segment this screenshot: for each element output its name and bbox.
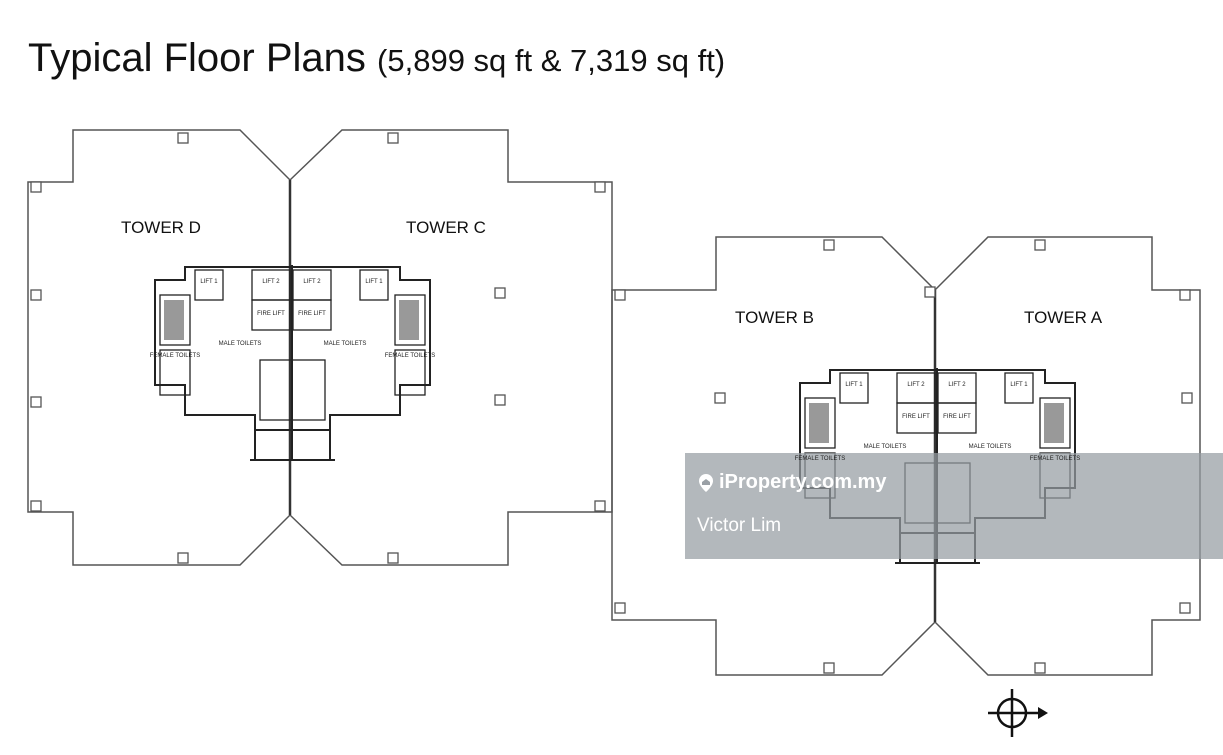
brand-text: iProperty.com.my [719,471,887,493]
core-room-label: MALE TOILETS [324,341,367,347]
core-room-label: FIRE LIFT [902,414,930,420]
core-outline [154,266,431,431]
column-marker [30,500,42,512]
column-marker [924,286,936,298]
core-room-label: MALE TOILETS [864,444,907,450]
column-marker [823,239,835,251]
column-marker [1181,392,1193,404]
core-room-label: LIFT 2 [948,382,966,388]
column-marker [594,500,606,512]
column-marker [1179,289,1191,301]
core-room-label: LIFT 2 [907,382,925,388]
column-marker [823,662,835,674]
column-marker [177,552,189,564]
column-marker [614,602,626,614]
column-marker [387,552,399,564]
core-room [394,349,426,396]
watermark-brand: iProperty.com.my [697,471,886,494]
core-room [159,349,191,396]
core-room [896,402,936,434]
tower-d-label: TOWER D [121,218,201,237]
core-room-label: LIFT 1 [365,279,383,285]
core-room [194,269,224,301]
building-outline-ab [611,236,1201,676]
core-room [251,299,291,331]
core-room [394,294,426,346]
watermark: iProperty.com.my Victor Lim [685,453,1223,559]
core-room-label: LIFT 1 [845,382,863,388]
core-room-label: FIRE LIFT [943,414,971,420]
core-towers-cd [154,265,431,461]
agent-name: Victor Lim [697,515,782,536]
core-room [937,402,977,434]
core-room-label: FEMALE TOILETS [150,353,200,359]
column-marker [1179,602,1191,614]
core-room [159,294,191,346]
core-room-label: MALE TOILETS [969,444,1012,450]
title-text: Typical Floor Plans [28,36,366,80]
core-room-label: FIRE LIFT [257,311,285,317]
core-room [292,299,332,331]
core-room [259,359,326,421]
column-marker [494,394,506,406]
core-room [359,269,389,301]
page-title: Typical Floor Plans (5,899 sq ft & 7,319… [28,36,725,81]
north-arrow-icon [988,689,1048,737]
core-room-label: FEMALE TOILETS [1030,456,1080,462]
core-walls [250,265,335,461]
tower-a-label: TOWER A [1024,308,1103,327]
core-room-label: FEMALE TOILETS [385,353,435,359]
core-room-label: LIFT 2 [303,279,321,285]
core-room [804,397,836,449]
column-marker [714,392,726,404]
core-room [1039,397,1071,449]
column-marker [1034,662,1046,674]
core-room-label: LIFT 1 [1010,382,1028,388]
location-pin-icon [699,473,713,492]
column-marker [30,396,42,408]
column-marker [30,181,42,193]
core-room [1004,372,1034,404]
tower-c-label: TOWER C [406,218,486,237]
core-room [839,372,869,404]
core-room-label: FEMALE TOILETS [795,456,845,462]
core-room-label: MALE TOILETS [219,341,262,347]
column-marker [387,132,399,144]
column-marker [1034,239,1046,251]
column-marker [30,289,42,301]
tower-b-label: TOWER B [735,308,815,327]
core-room-label: LIFT 1 [200,279,218,285]
column-marker [614,289,626,301]
core-room-label: FIRE LIFT [298,311,326,317]
core-room-label: LIFT 2 [262,279,280,285]
column-marker [177,132,189,144]
title-area: (5,899 sq ft & 7,319 sq ft) [377,43,726,78]
column-marker [594,181,606,193]
column-marker [494,287,506,299]
